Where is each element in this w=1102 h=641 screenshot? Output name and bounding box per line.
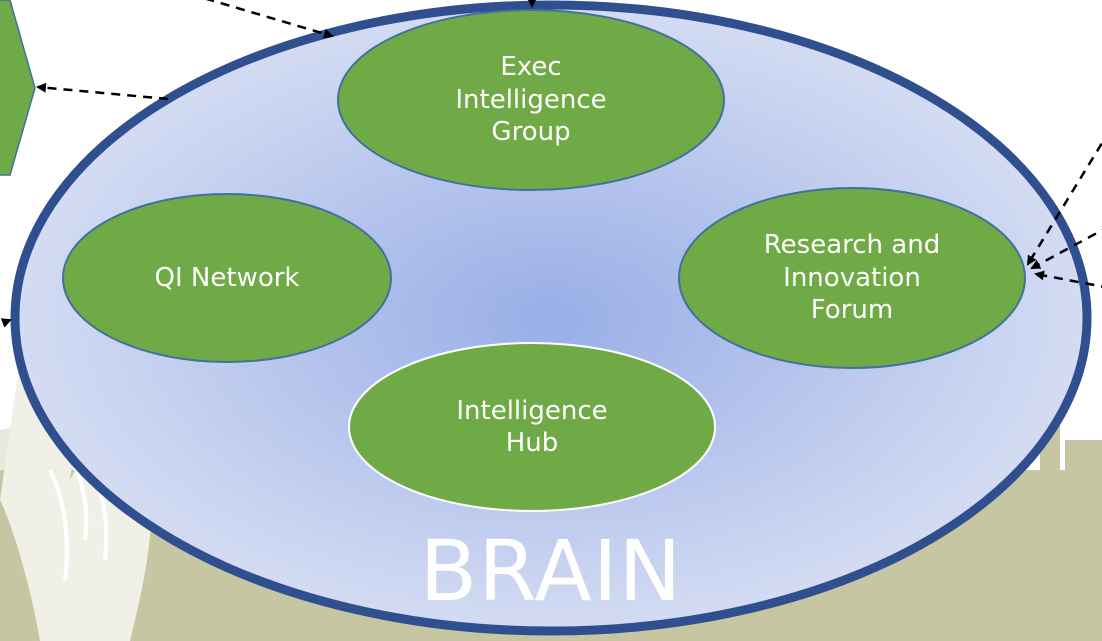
arrow-right-top-to-forum <box>1026 140 1102 266</box>
exec-intelligence-group-label: Exec Intelligence Group <box>455 52 607 148</box>
intelligence-hub-label: Intelligence Hub <box>456 395 608 459</box>
research-innovation-forum-label: Research and Innovation Forum <box>763 230 941 326</box>
arrow-left-edge <box>0 318 12 328</box>
background-plant-shape <box>0 360 151 641</box>
brain-title: BRAIN <box>419 522 683 620</box>
brain-ellipse <box>10 0 1092 636</box>
research-innovation-forum-ellipse <box>678 187 1026 369</box>
arrow-top-left-to-brain <box>205 0 334 39</box>
exec-intelligence-group-ellipse <box>337 9 725 191</box>
arrow-right-bottom-to-forum <box>1034 270 1102 288</box>
dashed-arrows <box>0 0 1102 328</box>
qi-network-ellipse <box>62 193 392 363</box>
arrow-brain-to-hexagon <box>36 82 169 101</box>
qi-network-label: QI Network <box>154 262 300 293</box>
background-building-shape <box>1040 420 1102 470</box>
intelligence-hub-ellipse <box>348 342 716 512</box>
left-hexagon-node <box>0 0 36 176</box>
